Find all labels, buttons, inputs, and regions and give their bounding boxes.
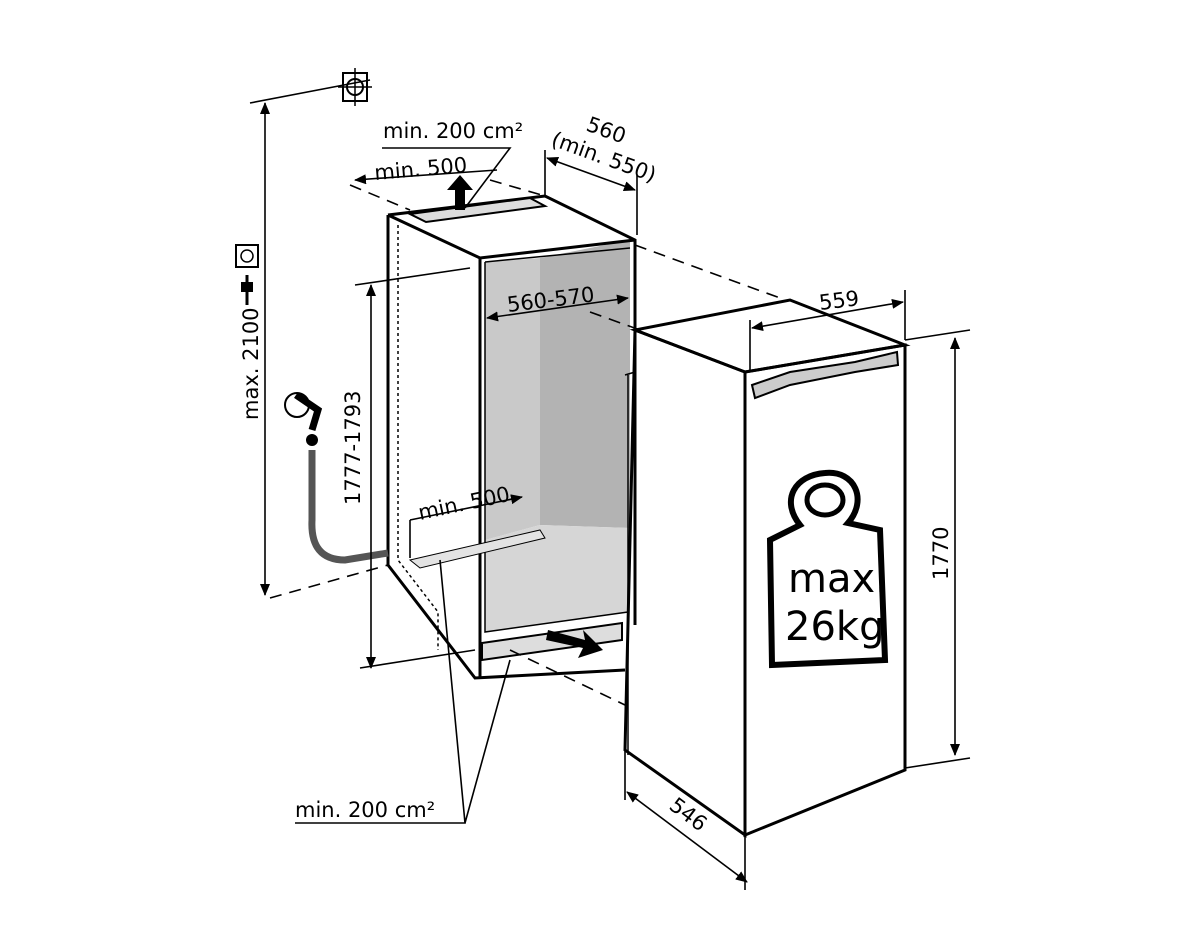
crosshair-icon [338, 68, 372, 106]
max-height-label: max. 2100 [239, 307, 263, 420]
weight-line1: max. [788, 556, 888, 602]
power-connection [235, 244, 259, 305]
appliance-width-label: 559 [818, 286, 861, 315]
dimension-lines [249, 79, 971, 890]
top-vent-depth-label: min. 500 [373, 153, 468, 185]
niche-height-label: 1777-1793 [341, 391, 365, 505]
appliance-height-label: 1770 [929, 527, 953, 580]
appliance-depth-label: 546 [665, 793, 711, 836]
airflow-in-arrow-icon [546, 630, 603, 658]
appliance: max. 26kg [623, 298, 911, 838]
niche-cabinet [386, 175, 637, 680]
bottom-vent-area-label: min. 200 cm² [295, 798, 435, 822]
airflow-up-arrow-icon [447, 175, 473, 210]
weight-line2: 26kg [785, 604, 884, 650]
socket-icon [235, 244, 259, 268]
water-hose [308, 450, 389, 564]
weight-icon: max. 26kg [766, 469, 889, 669]
water-connection [284, 392, 389, 564]
control-panel [750, 350, 900, 400]
top-vent-area-label: min. 200 cm² [383, 119, 523, 143]
